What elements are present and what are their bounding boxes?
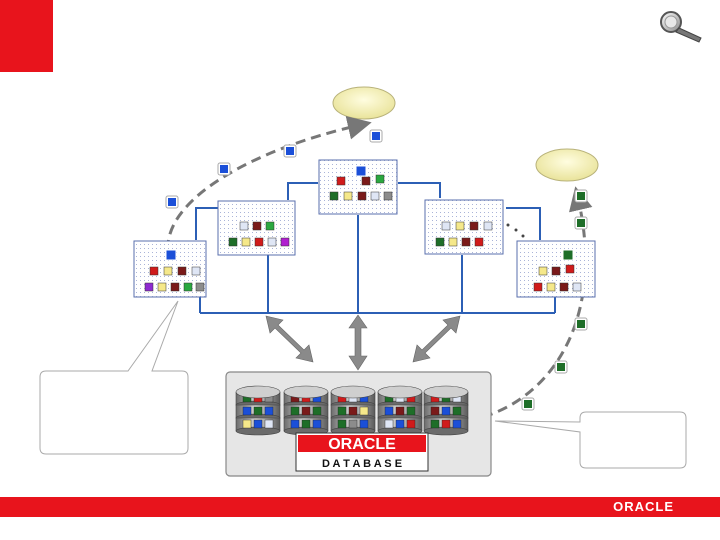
cache-node-2 — [217, 200, 296, 256]
network-lines — [195, 182, 556, 314]
oracle-logo: ORACLE D A T A B A S E — [295, 432, 429, 472]
ellipse-right — [535, 148, 599, 182]
blue-messages — [165, 129, 383, 209]
cache-node-3 — [318, 159, 398, 215]
ellipse-top — [332, 86, 396, 120]
magnifier-icon — [660, 11, 702, 43]
cache-node-1 — [133, 240, 207, 298]
database-cylinder-icon — [423, 385, 469, 436]
cache-node-5 — [516, 240, 596, 298]
footer-oracle-logo: ORACLE — [613, 499, 674, 514]
speech-bubble-right — [494, 411, 687, 469]
dashed-arrow-left — [166, 115, 372, 251]
database-cylinder-icon — [330, 385, 376, 436]
database-wordmark: D A T A B A S E — [322, 458, 402, 470]
database-cylinder-icons — [235, 385, 469, 436]
cache-node-4 — [424, 199, 504, 255]
dotted-trail — [506, 223, 525, 238]
speech-bubble-left — [39, 300, 189, 455]
database-cylinder-icon — [377, 385, 423, 436]
footer-bar — [0, 497, 720, 517]
header-red-tab — [0, 0, 53, 72]
green-messages — [521, 189, 588, 411]
dashed-arrow-right — [482, 186, 593, 419]
db-arrows — [265, 314, 461, 371]
database-cylinder-icon — [283, 385, 329, 436]
database-cylinder-icon — [235, 385, 281, 436]
cache-architecture-diagram: ORACLE D A T A B A S E — [39, 86, 687, 477]
oracle-wordmark: ORACLE — [328, 436, 396, 453]
